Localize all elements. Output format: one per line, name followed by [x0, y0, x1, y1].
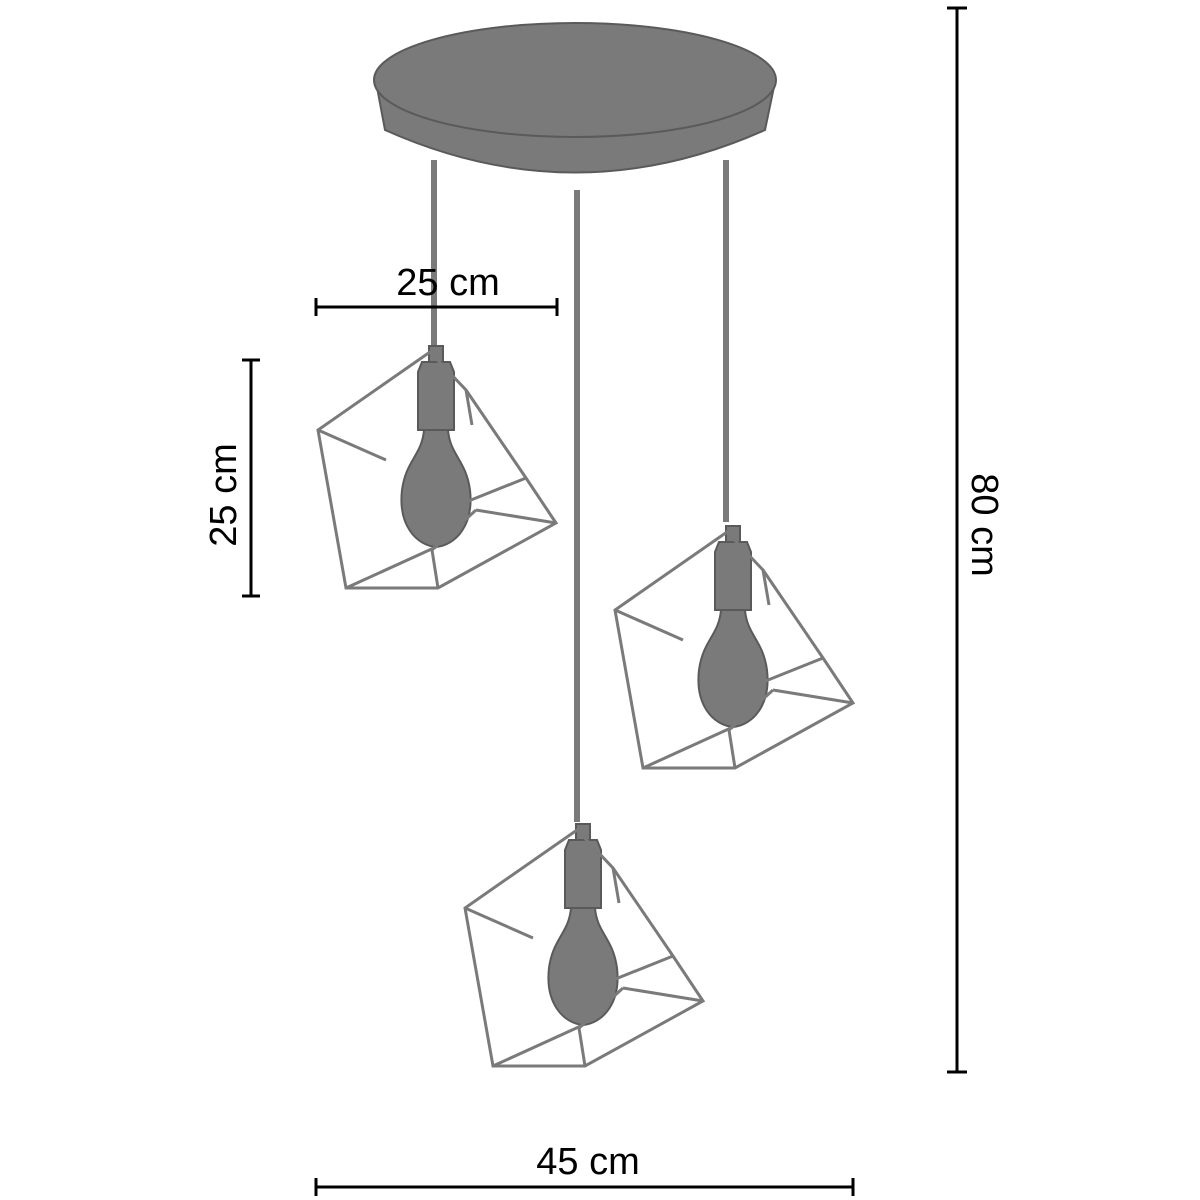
dimension-shade-width: 25 cm — [314, 262, 559, 316]
ceiling-canopy — [373, 22, 777, 174]
pendant-right — [613, 524, 855, 770]
shade-width-label: 25 cm — [396, 262, 499, 304]
dimension-total-height: 80 cm — [947, 6, 1005, 1074]
total-height-label: 80 cm — [963, 473, 1005, 576]
shade-height-label: 25 cm — [203, 443, 245, 546]
total-width-label: 45 cm — [536, 1141, 639, 1183]
pendant-upper-left — [316, 344, 558, 590]
dimension-total-width: 45 cm — [314, 1141, 855, 1196]
dimension-shade-height: 25 cm — [203, 358, 260, 598]
pendant-bottom — [463, 822, 705, 1068]
